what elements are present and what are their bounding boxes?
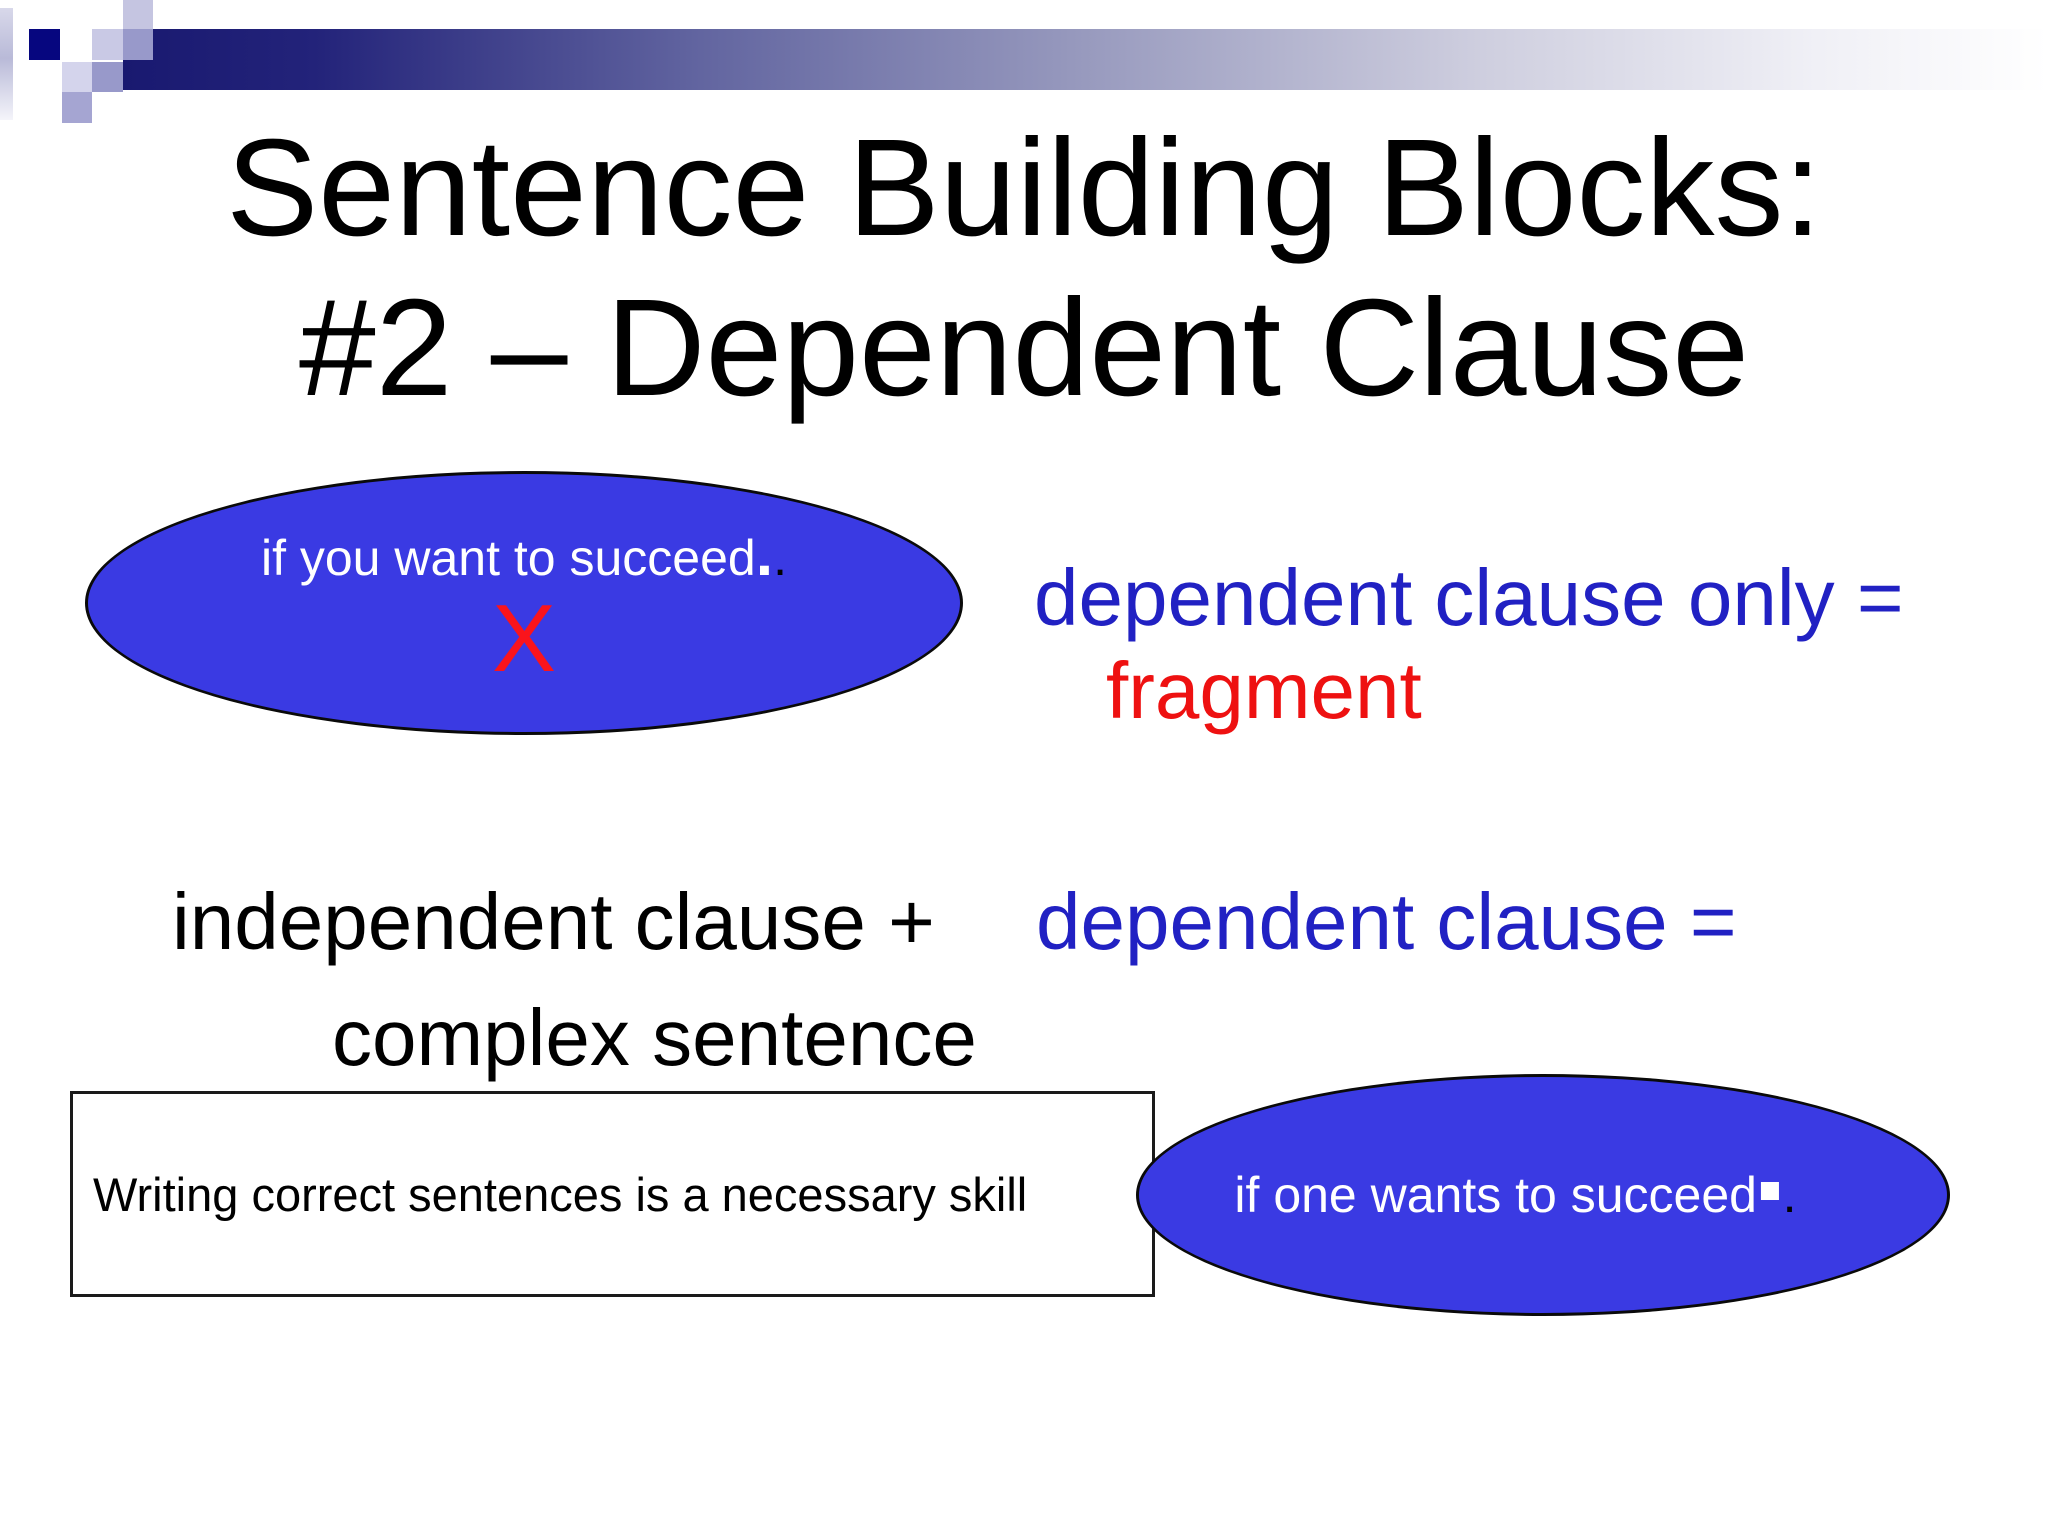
slide-title: Sentence Building Blocks: #2 – Dependent… — [0, 108, 2048, 428]
corner-square-top — [123, 0, 153, 29]
corner-square-light-2 — [62, 62, 92, 92]
ellipse-2-black-period: . — [1782, 1167, 1797, 1223]
corner-square-medium-3 — [62, 92, 92, 123]
ellipse-2-text: if one wants to succeed — [1234, 1167, 1757, 1223]
complex-sentence-label: complex sentence — [332, 993, 977, 1082]
slide-title-line1: Sentence Building Blocks: — [226, 111, 1822, 265]
dependent-clause-label: dependent clause = — [1036, 877, 1737, 966]
corner-square-navy — [29, 29, 60, 60]
ellipse-1-bold-period: . — [755, 519, 774, 590]
left-gradient-strip — [0, 8, 13, 120]
corner-square-light-1 — [92, 29, 123, 60]
dependent-clause-ellipse-2: if one wants to succeed▪. — [1136, 1074, 1950, 1316]
ellipse-2-bold-square-period: ▪ — [1756, 1148, 1783, 1230]
dependent-clause-only-label: dependent clause only = — [1034, 553, 1904, 642]
ellipse-2-text-line: if one wants to succeed▪. — [1234, 1153, 1797, 1226]
ellipse-1-black-period: . — [773, 530, 787, 587]
independent-clause-box: Writing correct sentences is a necessary… — [70, 1091, 1155, 1297]
fragment-label-block: dependent clause only = fragment — [1034, 552, 1904, 738]
corner-square-medium-2 — [92, 62, 123, 92]
independent-clause-box-text: Writing correct sentences is a necessary… — [93, 1167, 1028, 1221]
corner-square-medium-1 — [123, 29, 153, 60]
ellipse-1-text-line: if you want to succeed.. — [261, 518, 787, 590]
red-x-mark: X — [491, 585, 557, 693]
ellipse-1-text: if you want to succeed — [260, 530, 756, 587]
slide-title-line2: #2 – Dependent Clause — [298, 271, 1750, 426]
fragment-label: fragment — [1106, 645, 1422, 735]
independent-clause-label: independent clause + — [172, 877, 935, 966]
top-gradient-bar — [123, 29, 2048, 90]
dependent-clause-ellipse: if you want to succeed.. X — [85, 471, 963, 735]
